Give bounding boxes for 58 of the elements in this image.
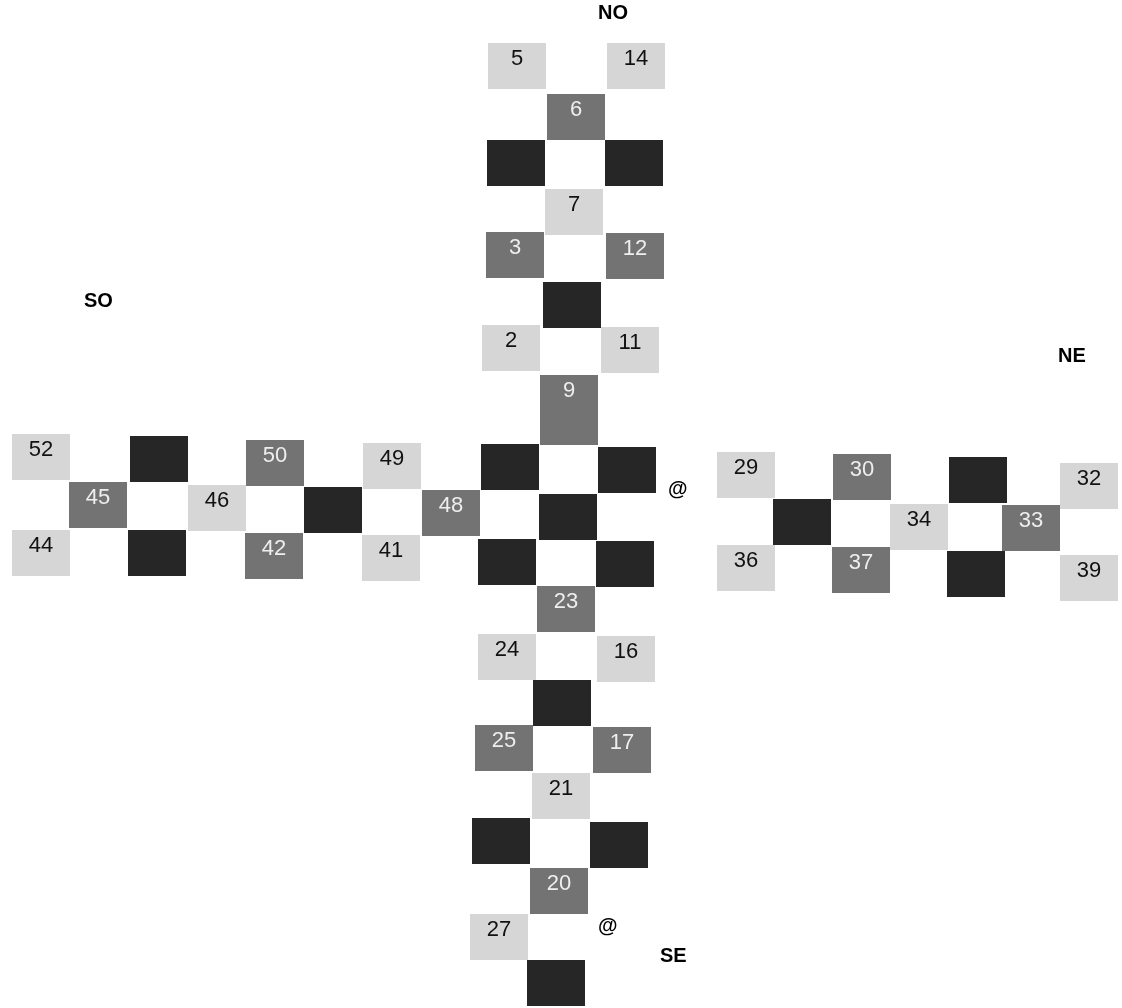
dark-square — [596, 541, 654, 587]
numbered-square: 29 — [717, 452, 775, 498]
numbered-square: 32 — [1060, 463, 1118, 509]
numbered-square: 11 — [601, 327, 659, 373]
numbered-square: 48 — [422, 490, 480, 536]
dark-square — [949, 457, 1007, 503]
direction-label: SO — [84, 290, 113, 310]
dark-square — [487, 140, 545, 186]
numbered-square: 5 — [488, 43, 546, 89]
dark-square — [539, 494, 597, 540]
numbered-square: 41 — [362, 535, 420, 581]
numbered-square: 25 — [475, 725, 533, 771]
dark-square — [598, 447, 656, 493]
dark-square — [543, 282, 601, 328]
numbered-square: 39 — [1060, 555, 1118, 601]
direction-label: NO — [598, 2, 628, 22]
numbered-square: 7 — [545, 189, 603, 235]
direction-label: NE — [1058, 345, 1086, 365]
numbered-square: 50 — [246, 440, 304, 486]
numbered-square: 33 — [1002, 505, 1060, 551]
numbered-square: 46 — [188, 485, 246, 531]
dark-square — [590, 822, 648, 868]
dark-square — [304, 487, 362, 533]
numbered-square: 17 — [593, 727, 651, 773]
dark-square — [533, 680, 591, 726]
numbered-square: 52 — [12, 434, 70, 480]
dark-square — [947, 551, 1005, 597]
numbered-square: 44 — [12, 530, 70, 576]
numbered-square: 9 — [540, 375, 598, 445]
numbered-square: 20 — [530, 868, 588, 914]
numbered-square: 16 — [597, 636, 655, 682]
numbered-square: 14 — [607, 43, 665, 89]
dark-square — [130, 436, 188, 482]
dark-square — [478, 539, 536, 585]
direction-label: @ — [598, 915, 618, 935]
numbered-square: 6 — [547, 94, 605, 140]
numbered-square: 23 — [537, 586, 595, 632]
numbered-square: 30 — [833, 454, 891, 500]
dark-square — [773, 499, 831, 545]
numbered-square: 21 — [532, 773, 590, 819]
direction-label: SE — [660, 945, 687, 965]
dark-square — [472, 818, 530, 864]
dark-square — [481, 444, 539, 490]
dark-square — [128, 530, 186, 576]
numbered-square: 45 — [69, 482, 127, 528]
numbered-square: 2 — [482, 325, 540, 371]
numbered-square: 49 — [363, 443, 421, 489]
numbered-square: 37 — [832, 547, 890, 593]
dark-square — [605, 140, 663, 186]
numbered-square: 3 — [486, 232, 544, 278]
numbered-square: 34 — [890, 504, 948, 550]
numbered-square: 42 — [245, 533, 303, 579]
direction-label: @ — [668, 478, 688, 498]
dark-square — [527, 960, 585, 1006]
numbered-square: 12 — [606, 233, 664, 279]
numbered-square: 27 — [470, 914, 528, 960]
numbered-square: 24 — [478, 634, 536, 680]
numbered-square: 36 — [717, 545, 775, 591]
